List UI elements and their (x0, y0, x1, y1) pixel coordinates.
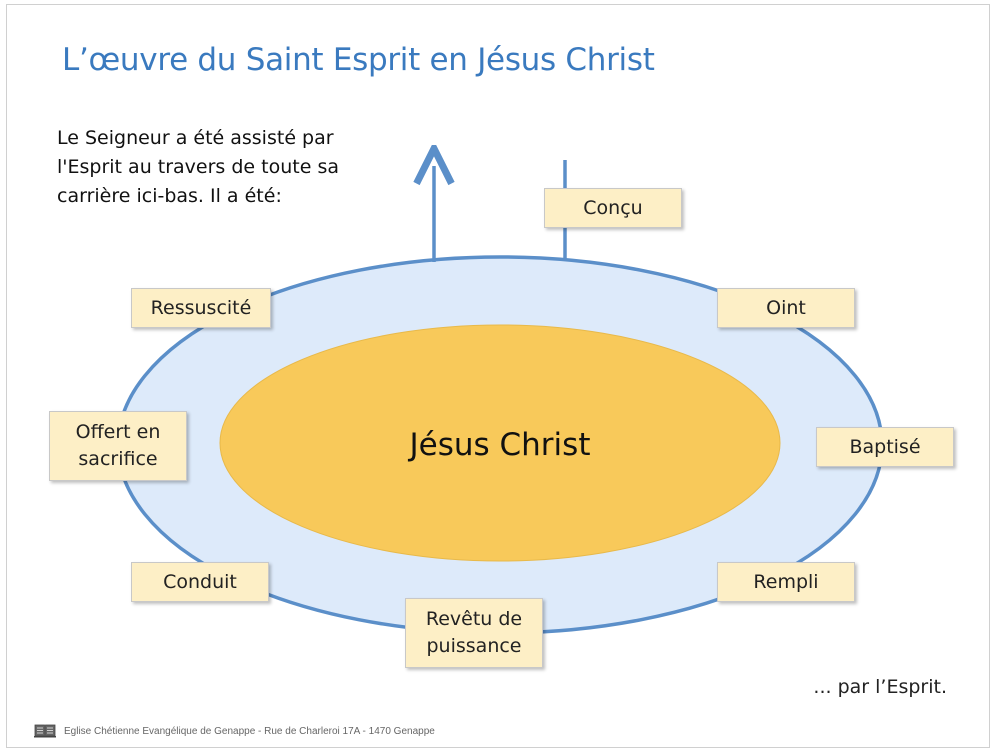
label-rempli: Rempli (717, 562, 855, 602)
label-ressuscite: Ressuscité (131, 288, 271, 328)
label-oint: Oint (717, 288, 855, 328)
book-icon (34, 724, 56, 738)
intro-text: Le Seigneur a été assisté par l'Esprit a… (57, 127, 339, 207)
tail-text: ... par l’Esprit. (813, 676, 947, 698)
label-offert: Offert en sacrifice (49, 411, 187, 481)
label-concu: Conçu (544, 188, 682, 228)
label-conduit: Conduit (131, 562, 269, 602)
footer-text: Eglise Chétienne Evangélique de Genappe … (64, 725, 435, 737)
center-label: Jésus Christ (409, 427, 591, 463)
label-revetu: Revêtu de puissance (405, 598, 543, 668)
footer: Eglise Chétienne Evangélique de Genappe … (34, 724, 435, 738)
inner-ellipse (219, 324, 781, 562)
slide-title: L’œuvre du Saint Esprit en Jésus Christ (62, 42, 655, 78)
label-baptise: Baptisé (816, 427, 954, 467)
